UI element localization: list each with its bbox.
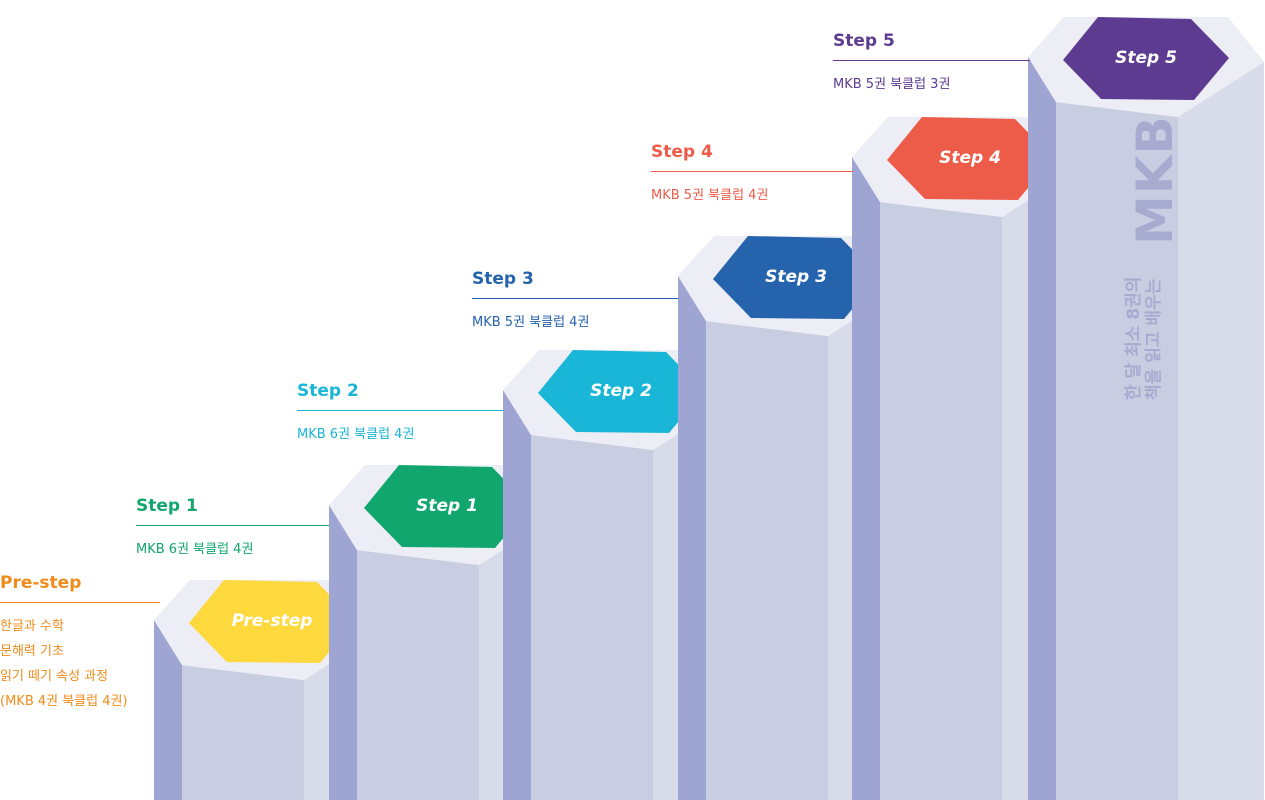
pre-step-rule <box>0 602 160 603</box>
step2-hexagon <box>538 350 704 433</box>
column-left-face <box>182 665 304 800</box>
step5-column: Step 5 <box>1028 17 1264 800</box>
pre-hexagon <box>189 580 355 663</box>
step1-desc-line: MKB 6권 북클럽 4권 <box>136 542 254 557</box>
step3-desc-line: MKB 5권 북클럽 4권 <box>472 315 590 330</box>
step4-title: Step 4 <box>651 142 713 162</box>
step5-hex-label: Step 5 <box>1115 48 1177 68</box>
step1-label: Step 1 MKB 6권 북클럽 4권 <box>136 496 329 562</box>
pre-step-desc-line: 문해력 기초 <box>0 644 64 659</box>
column-right-face <box>1178 62 1264 800</box>
step4-hex-label: Step 4 <box>939 148 1001 168</box>
pre-hex-label: Pre-step <box>232 611 313 631</box>
step4-hexagon <box>887 117 1053 200</box>
step4-desc-line: MKB 5권 북클럽 4권 <box>651 188 769 203</box>
pre-step-desc-line: (MKB 4권 북클럽 4권) <box>0 694 128 709</box>
column-left-face <box>1056 102 1178 800</box>
step1-hex-label: Step 1 <box>416 496 478 516</box>
step5-label: Step 5 MKB 5권 북클럽 3권 <box>833 31 1030 97</box>
column-shadow-face <box>503 390 531 800</box>
column-shadow-face <box>154 620 182 800</box>
step4-label: Step 4 MKB 5권 북클럽 4권 <box>651 142 853 208</box>
column-shadow-face <box>329 505 357 800</box>
side-caption: 한 달 최소 8권의 책을 읽고 배우는 MKB <box>1120 80 1190 410</box>
step2-rule <box>297 410 503 411</box>
column-left-face <box>531 435 653 800</box>
column-left-face <box>357 550 479 800</box>
step3-rule <box>472 298 678 299</box>
column-shadow-face <box>852 157 880 800</box>
side-caption-lines: 한 달 최소 8권의 책을 읽고 배우는 <box>1124 277 1164 400</box>
step2-title: Step 2 <box>297 381 359 401</box>
step3-hexagon <box>713 236 879 319</box>
step5-rule <box>833 60 1030 61</box>
step5-description: MKB 5권 북클럽 3권 <box>833 72 1030 97</box>
step2-hex-label: Step 2 <box>590 381 652 401</box>
pre-step-desc-line: 읽기 떼기 속성 과정 <box>0 669 109 684</box>
pre-step-title: Pre-step <box>0 573 82 593</box>
side-caption-line: 책을 읽고 배우는 <box>1144 278 1164 400</box>
column-shadow-face <box>1028 57 1056 800</box>
step2-label: Step 2 MKB 6권 북클럽 4권 <box>297 381 503 447</box>
step2-desc-line: MKB 6권 북클럽 4권 <box>297 427 415 442</box>
pre-step-description: 한글과 수학 문해력 기초 읽기 떼기 속성 과정 (MKB 4권 북클럽 4권… <box>0 614 160 714</box>
step1-description: MKB 6권 북클럽 4권 <box>136 537 329 562</box>
side-caption-title: MKB <box>1126 115 1184 245</box>
side-caption-line: 한 달 최소 8권의 <box>1124 276 1144 400</box>
step5-hexagon <box>1063 17 1229 100</box>
step2-description: MKB 6권 북클럽 4권 <box>297 422 503 447</box>
column-left-face <box>880 202 1002 800</box>
step3-title: Step 3 <box>472 269 534 289</box>
pre-step-label: Pre-step 한글과 수학 문해력 기초 읽기 떼기 속성 과정 (MKB … <box>0 573 160 714</box>
step5-desc-line: MKB 5권 북클럽 3권 <box>833 77 951 92</box>
step1-rule <box>136 525 329 526</box>
step3-label: Step 3 MKB 5권 북클럽 4권 <box>472 269 678 335</box>
step3-description: MKB 5권 북클럽 4권 <box>472 310 678 335</box>
column-shadow-face <box>678 276 706 800</box>
step4-description: MKB 5권 북클럽 4권 <box>651 183 853 208</box>
step1-title: Step 1 <box>136 496 198 516</box>
pre-step-desc-line: 한글과 수학 <box>0 619 64 634</box>
step5-title: Step 5 <box>833 31 895 51</box>
step1-hexagon <box>364 465 530 548</box>
column-left-face <box>706 321 828 800</box>
step3-hex-label: Step 3 <box>765 267 827 287</box>
step4-rule <box>651 171 853 172</box>
